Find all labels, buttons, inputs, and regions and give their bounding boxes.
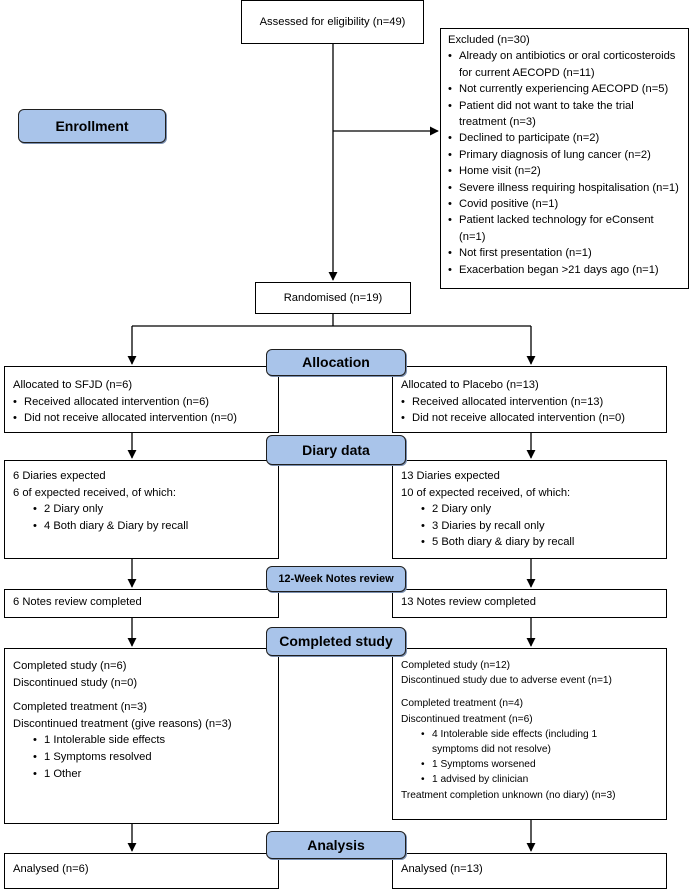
diary-right-item: 3 Diaries by recall only xyxy=(421,518,666,535)
diary-right-item: 5 Both diary & diary by recall xyxy=(421,534,666,551)
excluded-item: Not currently experiencing AECOPD (n=5) xyxy=(448,81,682,98)
analysis-left-text: Analysed (n=6) xyxy=(13,863,89,875)
stage-diary-data: Diary data xyxy=(266,435,406,465)
stage-enrollment-label: Enrollment xyxy=(55,118,129,134)
diary-left-box: 6 Diaries expected 6 of expected receive… xyxy=(4,460,279,559)
stage-completed-study: Completed study xyxy=(266,627,406,656)
allocation-left-box: Allocated to SFJD (n=6) Received allocat… xyxy=(4,366,279,433)
randomised-box: Randomised (n=19) xyxy=(255,282,411,314)
completed-right-study: Discontinued study due to adverse event … xyxy=(401,675,612,687)
excluded-item: Patient did not want to take the trial t… xyxy=(448,98,682,131)
diary-right-list: 2 Diary only 3 Diaries by recall only 5 … xyxy=(401,501,666,551)
diary-right-box: 13 Diaries expected 10 of expected recei… xyxy=(392,460,667,559)
analysis-left-box: Analysed (n=6) xyxy=(4,853,279,889)
completed-right-treatment: Discontinued treatment (n=6) xyxy=(401,713,533,725)
analysis-right-text: Analysed (n=13) xyxy=(401,863,483,875)
allocation-left-item: Did not receive allocated intervention (… xyxy=(13,410,278,427)
completed-right-list: 4 Intolerable side effects (including 1 … xyxy=(401,727,666,788)
diary-right-item: 2 Diary only xyxy=(421,501,666,518)
diary-left-line: 6 of expected received, of which: xyxy=(13,486,176,499)
stage-diary-label: Diary data xyxy=(302,442,370,458)
excluded-header: Excluded (n=30) xyxy=(448,34,530,46)
completed-left-study: Completed study (n=6) xyxy=(13,660,127,672)
excluded-item: Home visit (n=2) xyxy=(448,163,682,180)
allocation-right-item: Did not receive allocated intervention (… xyxy=(401,410,666,427)
notes-right-text: 13 Notes review completed xyxy=(401,596,536,608)
assessed-text: Assessed for eligibility (n=49) xyxy=(259,16,406,28)
diary-left-item: 2 Diary only xyxy=(33,501,278,518)
allocation-right-title: Allocated to Placebo (n=13) xyxy=(401,379,539,391)
completed-left-list: 1 Intolerable side effects 1 Symptoms re… xyxy=(13,732,278,782)
completed-left-treatment: Completed treatment (n=3) xyxy=(13,701,148,714)
excluded-item: Declined to participate (n=2) xyxy=(448,130,682,147)
completed-right-item: 1 Symptoms worsened xyxy=(421,757,636,772)
excluded-list: Already on antibiotics or oral corticost… xyxy=(448,48,682,278)
excluded-item: Patient lacked technology for eConsent (… xyxy=(448,212,682,245)
stage-allocation: Allocation xyxy=(266,349,406,376)
allocation-right-list: Received allocated intervention (n=13) D… xyxy=(401,394,666,427)
diary-left-line: 6 Diaries expected xyxy=(13,470,106,482)
excluded-item: Severe illness requiring hospitalisation… xyxy=(448,180,682,197)
notes-left-box: 6 Notes review completed xyxy=(4,589,279,618)
diary-right-line: 10 of expected received, of which: xyxy=(401,486,571,499)
stage-enrollment: Enrollment xyxy=(18,109,166,143)
completed-right-box: Completed study (n=12) Discontinued stud… xyxy=(392,648,667,820)
allocation-left-title: Allocated to SFJD (n=6) xyxy=(13,379,133,391)
completed-right-treatment: Completed treatment (n=4) xyxy=(401,698,524,710)
completed-left-item: 1 Intolerable side effects xyxy=(33,732,278,749)
excluded-box: Excluded (n=30) Already on antibiotics o… xyxy=(440,28,689,289)
allocation-right-item: Received allocated intervention (n=13) xyxy=(401,394,666,411)
completed-right-footer: Treatment completion unknown (no diary) … xyxy=(401,789,616,801)
completed-right-item: 1 advised by clinician xyxy=(421,772,636,787)
excluded-item: Already on antibiotics or oral corticost… xyxy=(448,48,682,81)
stage-analysis: Analysis xyxy=(266,831,406,859)
notes-left-text: 6 Notes review completed xyxy=(13,596,142,608)
completed-right-study: Completed study (n=12) xyxy=(401,660,511,671)
allocation-left-item: Received allocated intervention (n=6) xyxy=(13,394,278,411)
completed-left-item: 1 Symptoms resolved xyxy=(33,749,278,766)
diary-left-item: 4 Both diary & Diary by recall xyxy=(33,518,278,535)
stage-analysis-label: Analysis xyxy=(307,837,365,853)
excluded-item: Exacerbation began >21 days ago (n=1) xyxy=(448,262,682,279)
completed-left-treatment: Discontinued treatment (give reasons) (n… xyxy=(13,717,232,730)
excluded-item: Covid positive (n=1) xyxy=(448,196,682,213)
completed-left-item: 1 Other xyxy=(33,766,278,783)
stage-notes-review: 12-Week Notes review xyxy=(266,566,406,592)
excluded-item: Primary diagnosis of lung cancer (n=2) xyxy=(448,147,682,164)
diary-left-list: 2 Diary only 4 Both diary & Diary by rec… xyxy=(13,501,278,534)
excluded-item: Not first presentation (n=1) xyxy=(448,245,682,262)
completed-left-study: Discontinued study (n=0) xyxy=(13,676,138,689)
stage-notes-label: 12-Week Notes review xyxy=(278,573,394,585)
completed-left-box: Completed study (n=6) Discontinued study… xyxy=(4,648,279,824)
completed-right-item: 4 Intolerable side effects (including 1 … xyxy=(421,727,636,757)
assessed-box: Assessed for eligibility (n=49) xyxy=(241,0,424,44)
stage-completed-label: Completed study xyxy=(279,633,393,649)
allocation-right-box: Allocated to Placebo (n=13) Received all… xyxy=(392,366,667,433)
diary-right-line: 13 Diaries expected xyxy=(401,470,500,482)
allocation-left-list: Received allocated intervention (n=6) Di… xyxy=(13,394,278,427)
randomised-text: Randomised (n=19) xyxy=(283,292,383,304)
stage-allocation-label: Allocation xyxy=(302,354,370,370)
notes-right-box: 13 Notes review completed xyxy=(392,589,667,618)
analysis-right-box: Analysed (n=13) xyxy=(392,853,667,889)
